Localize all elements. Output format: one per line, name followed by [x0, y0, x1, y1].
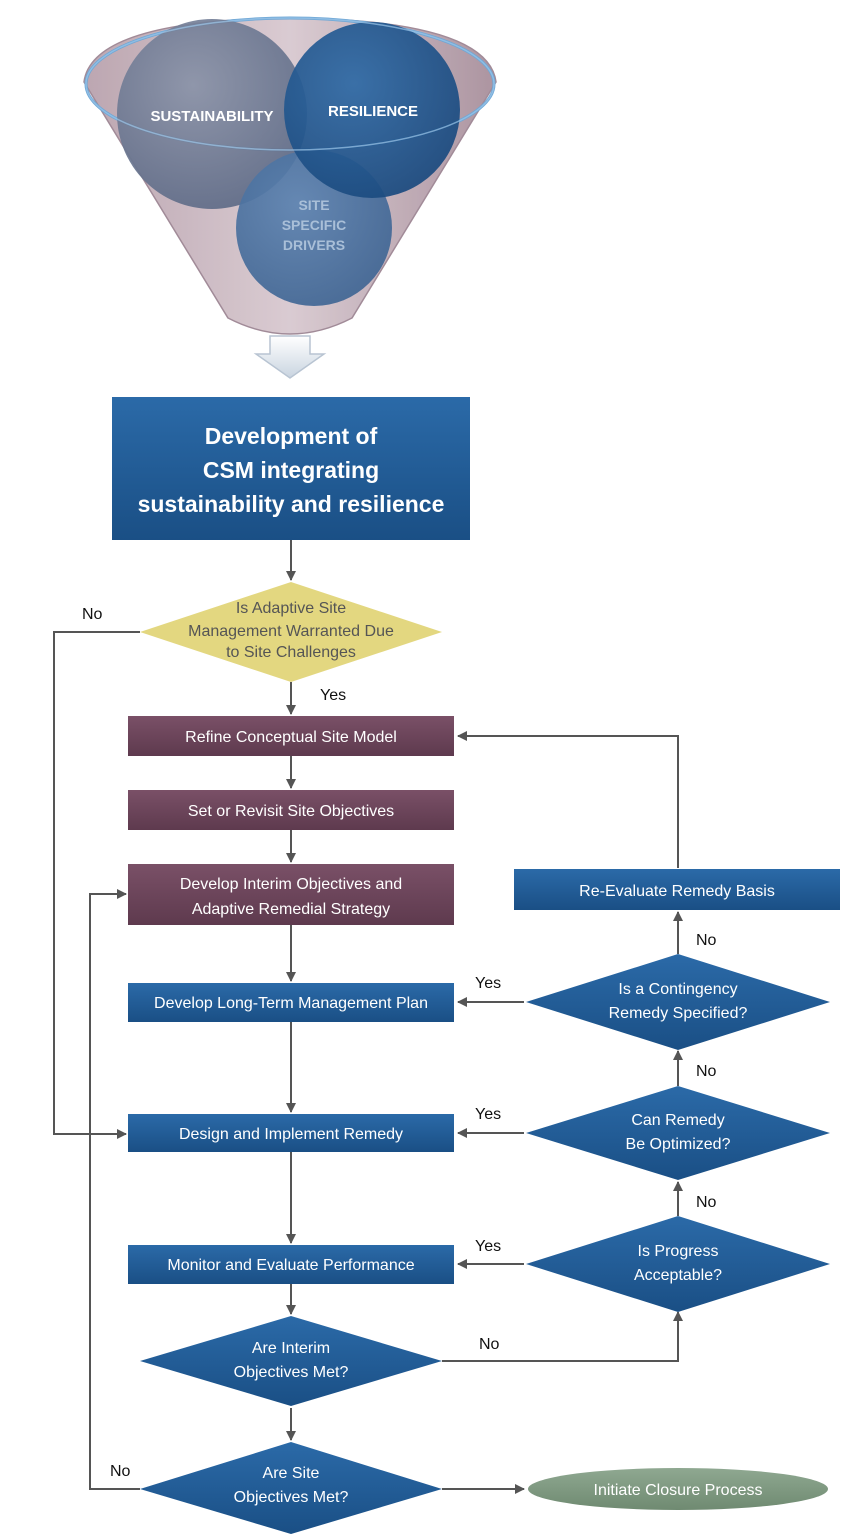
set-objectives-label: Set or Revisit Site Objectives: [188, 803, 394, 820]
develop-interim-box: [128, 864, 454, 925]
site-no-label: No: [110, 1463, 131, 1480]
reevaluate-remedy-box: [514, 869, 840, 910]
site-decision-line1: Are Site: [263, 1465, 320, 1482]
contingency-yes-label: Yes: [475, 975, 501, 992]
adaptive-decision-line3: to Site Challenges: [226, 644, 356, 661]
adaptive-decision-line1: Is Adaptive Site: [236, 600, 346, 617]
site-drivers-label-line2: SPECIFIC: [282, 217, 347, 233]
optimize-yes-label: Yes: [475, 1106, 501, 1123]
long-term-plan-box: [128, 983, 454, 1022]
sustainability-circle: [117, 19, 307, 209]
site-decision-line2: Objectives Met?: [234, 1489, 349, 1506]
resilience-circle: [284, 22, 460, 198]
csm-box-line1: Development of: [205, 423, 378, 449]
sustainability-label: SUSTAINABILITY: [150, 108, 273, 125]
monitor-performance-label: Monitor and Evaluate Performance: [167, 1257, 414, 1274]
interim-objectives-decision: [140, 1316, 442, 1406]
progress-decision-line1: Is Progress: [638, 1243, 719, 1260]
optimize-no-label: No: [696, 1063, 717, 1080]
connectors: [53, 540, 683, 1494]
optimize-decision-line1: Can Remedy: [631, 1112, 724, 1129]
site-drivers-label-line1: SITE: [298, 197, 329, 213]
site-objectives-decision: [140, 1442, 442, 1534]
contingency-decision: [526, 954, 830, 1050]
set-objectives-box: [128, 790, 454, 830]
adaptive-yes-label: Yes: [320, 687, 346, 704]
reevaluate-remedy-label: Re-Evaluate Remedy Basis: [579, 883, 775, 900]
interim-decision-line2: Objectives Met?: [234, 1364, 349, 1381]
contingency-decision-line2: Remedy Specified?: [609, 1005, 748, 1022]
refine-csm-box: [128, 716, 454, 756]
monitor-performance-box: [128, 1245, 454, 1284]
down-arrow-icon: [253, 335, 327, 379]
refine-csm-label: Refine Conceptual Site Model: [185, 729, 397, 746]
progress-decision: [526, 1216, 830, 1312]
interim-no-label: No: [479, 1336, 500, 1353]
design-remedy-box: [128, 1114, 454, 1152]
long-term-plan-label: Develop Long-Term Management Plan: [154, 995, 428, 1012]
resilience-label: RESILIENCE: [328, 103, 418, 120]
site-drivers-label-line3: DRIVERS: [283, 237, 345, 253]
csm-box-line3: sustainability and resilience: [138, 491, 445, 517]
progress-decision-line2: Acceptable?: [634, 1267, 722, 1284]
adaptive-decision-line2: Management Warranted Due: [188, 623, 394, 640]
develop-interim-line2: Adaptive Remedial Strategy: [192, 901, 390, 918]
funnel-graphic: SUSTAINABILITY RESILIENCE SITE SPECIFIC …: [83, 16, 497, 335]
develop-interim-line1: Develop Interim Objectives and: [180, 876, 402, 893]
initiate-closure-label: Initiate Closure Process: [594, 1482, 763, 1499]
csm-development-box: [112, 397, 470, 540]
progress-yes-label: Yes: [475, 1238, 501, 1255]
contingency-decision-line1: Is a Contingency: [618, 981, 737, 998]
adaptive-no-label: No: [82, 606, 103, 623]
optimize-decision-line2: Be Optimized?: [626, 1136, 731, 1153]
interim-decision-line1: Are Interim: [252, 1340, 330, 1357]
progress-no-label: No: [696, 1194, 717, 1211]
adaptive-management-decision: [140, 582, 442, 682]
initiate-closure-ellipse: [528, 1468, 828, 1510]
contingency-no-label: No: [696, 932, 717, 949]
csm-box-line2: CSM integrating: [203, 457, 379, 483]
optimize-decision: [526, 1086, 830, 1180]
design-remedy-label: Design and Implement Remedy: [179, 1126, 403, 1143]
